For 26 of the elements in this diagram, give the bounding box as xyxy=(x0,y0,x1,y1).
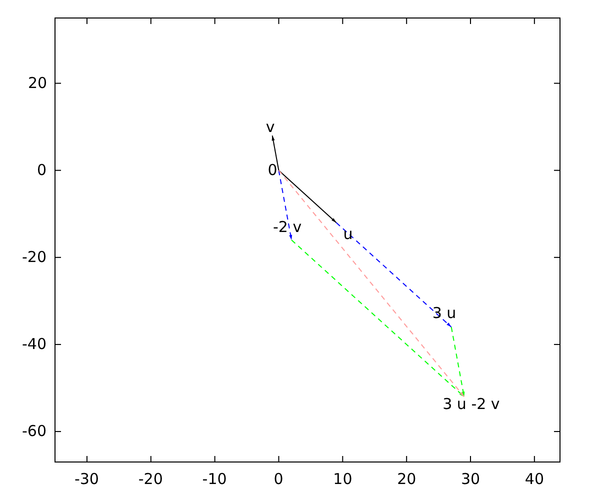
vector-arrow xyxy=(291,240,465,398)
vector-label: 3 u -2 v xyxy=(442,396,500,414)
vector-label: 3 u xyxy=(432,304,456,322)
vector-label: u xyxy=(343,226,353,244)
vector-arrow xyxy=(278,170,292,240)
x-axis-tick-label: 40 xyxy=(524,471,544,488)
y-axis-tick-label: 20 xyxy=(28,74,48,92)
vector-label: -2 v xyxy=(273,218,302,236)
vector-arrow xyxy=(336,222,452,328)
y-axis-tick-label: -20 xyxy=(22,248,46,266)
vector-arrow xyxy=(272,135,280,171)
y-axis-tick-label: 0 xyxy=(37,162,47,179)
x-axis-tick-label: 30 xyxy=(461,471,480,488)
vector-arrow xyxy=(278,170,465,398)
x-axis-tick-label: -20 xyxy=(138,471,163,488)
vector-label: 0 xyxy=(268,162,278,179)
vector-label: v xyxy=(266,119,275,136)
x-axis-tick-label: 10 xyxy=(333,471,352,488)
x-axis-tick-label: 0 xyxy=(274,471,284,488)
x-axis-tick-label: -30 xyxy=(74,471,99,488)
vector-arrow xyxy=(450,326,465,398)
x-axis-tick-label: 20 xyxy=(397,471,416,488)
x-axis-tick-label: -10 xyxy=(202,471,227,488)
vector-arrow xyxy=(278,170,337,224)
y-axis-tick-label: -40 xyxy=(22,336,46,353)
y-axis-tick-label: -60 xyxy=(22,423,46,440)
